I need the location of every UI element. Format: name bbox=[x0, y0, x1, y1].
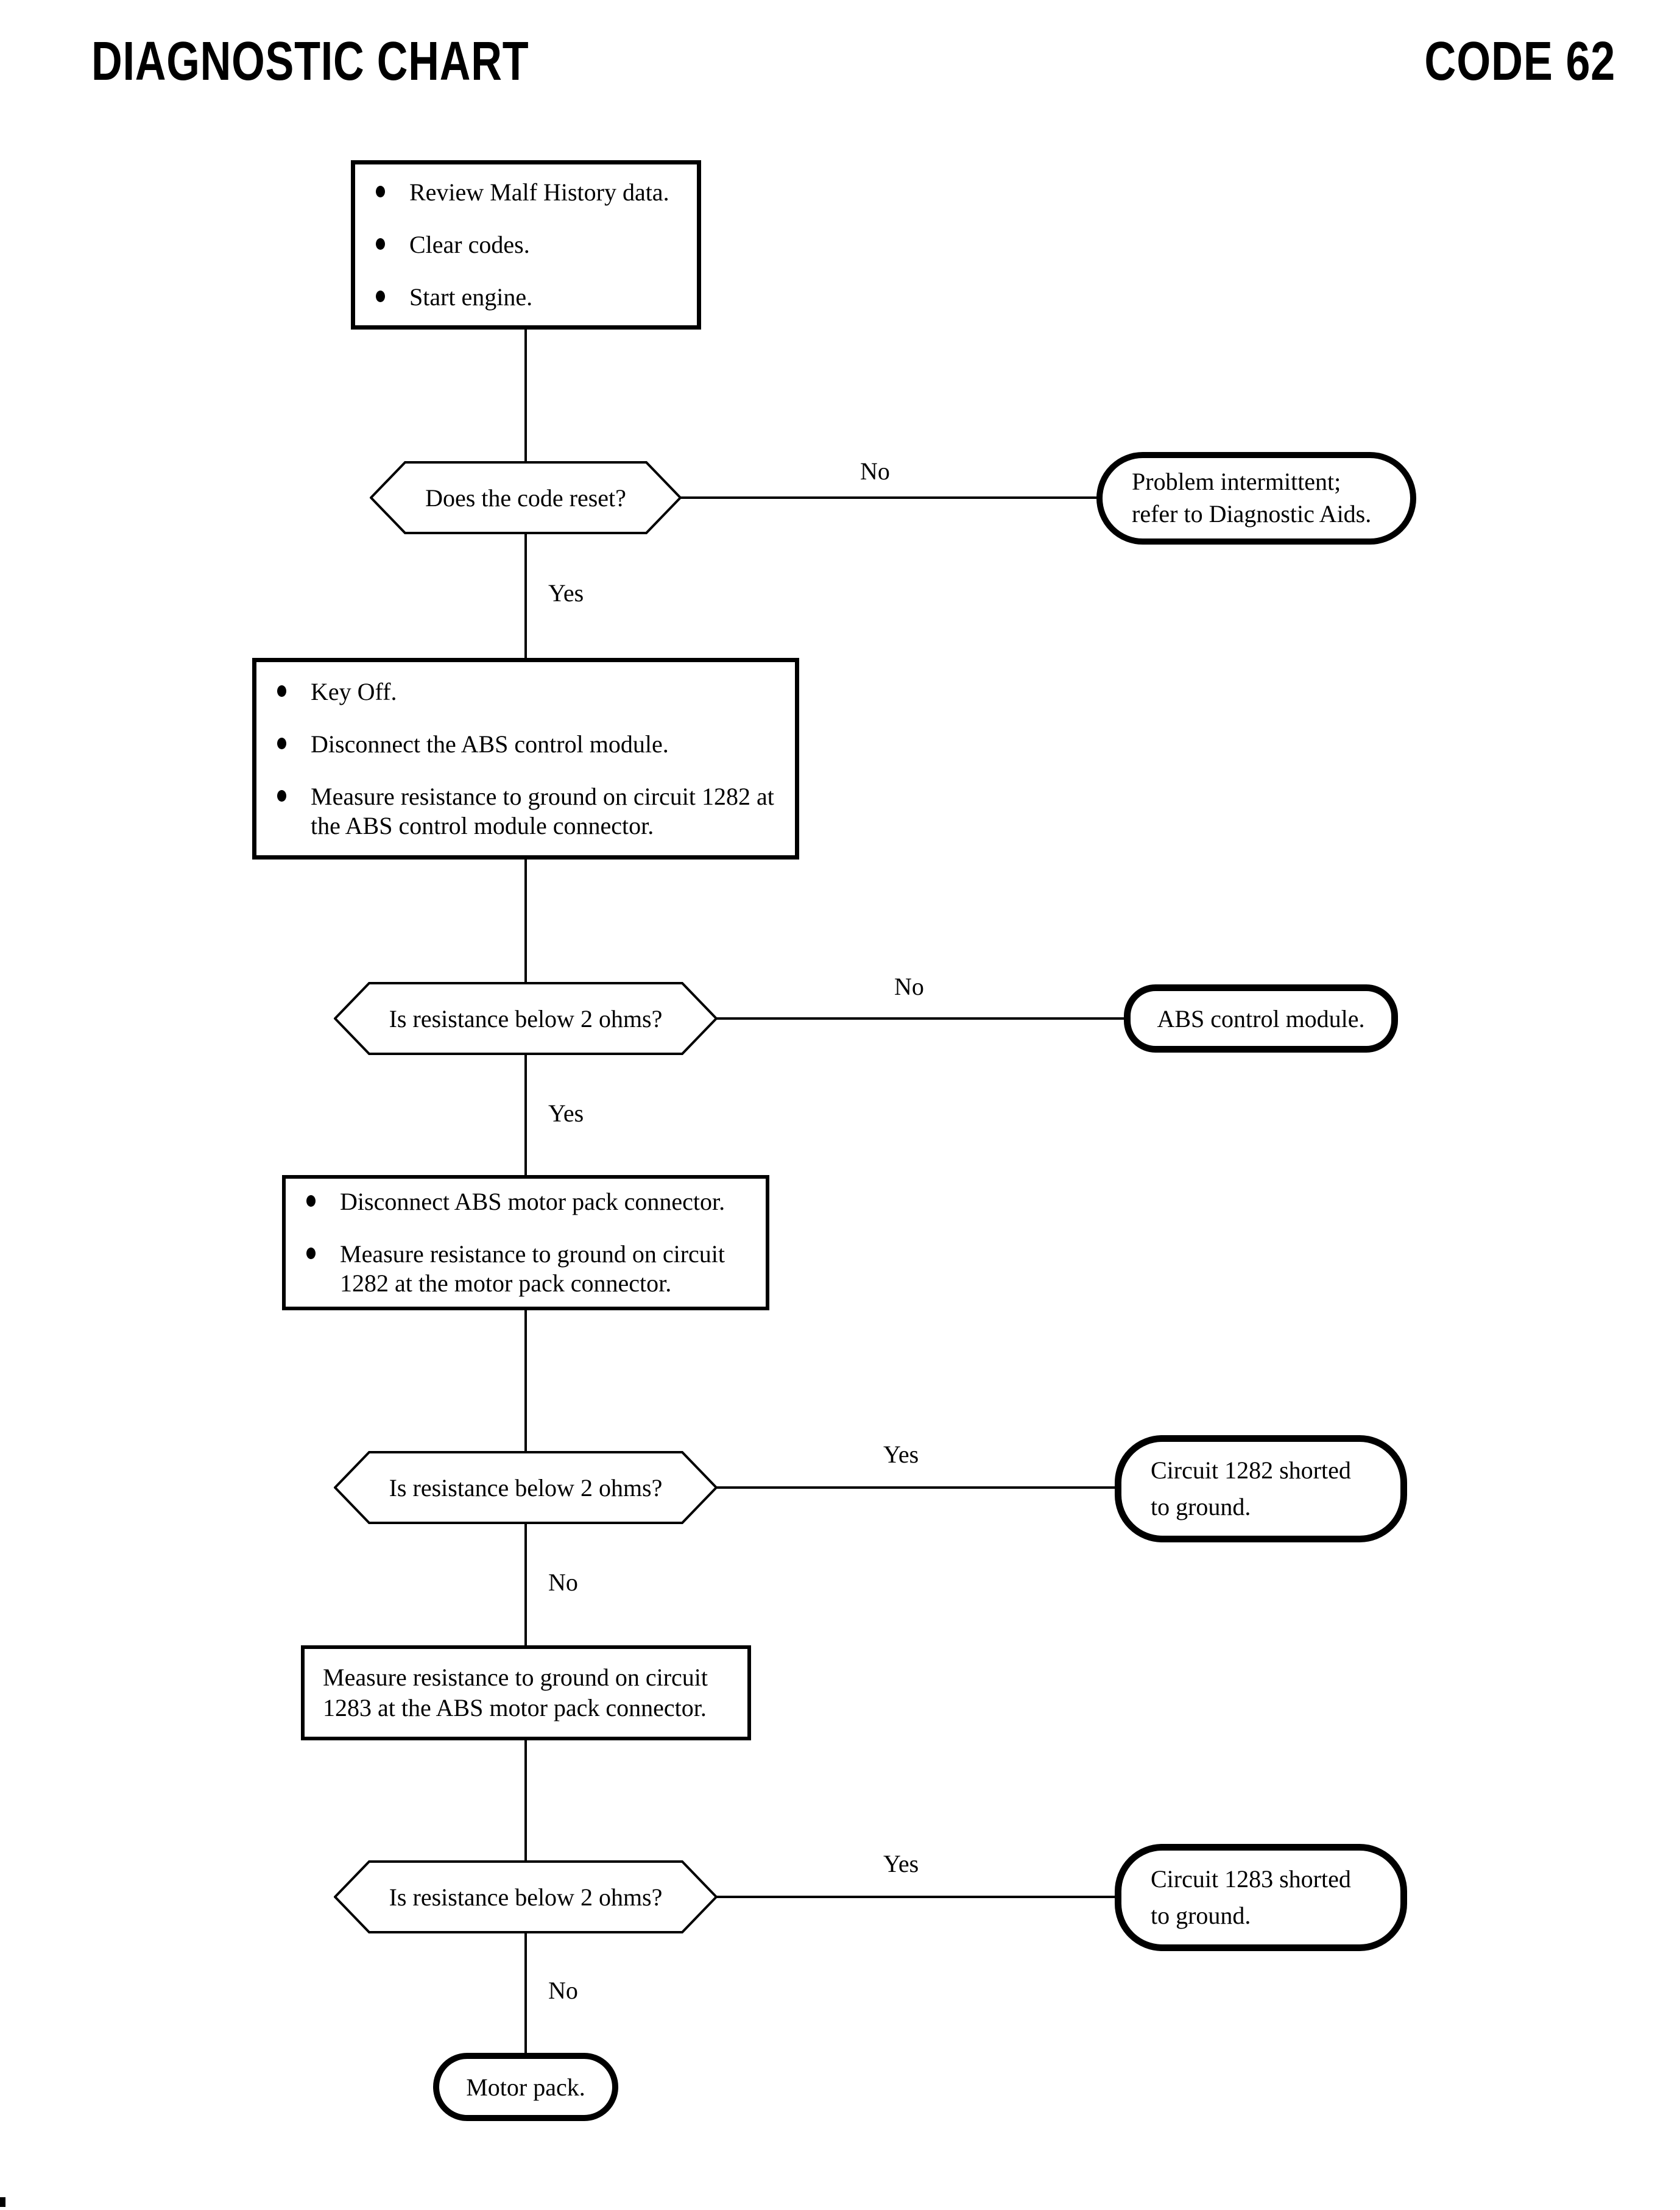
hexagon-shape bbox=[334, 982, 718, 1055]
list-item-label: Review Malf History data. bbox=[409, 178, 669, 206]
list-item: Disconnect ABS motor pack connector. bbox=[286, 1187, 751, 1216]
branch-label-yes: Yes bbox=[548, 579, 584, 607]
list-item-label: Disconnect ABS motor pack connector. bbox=[340, 1188, 725, 1215]
bullet-icon bbox=[277, 685, 286, 697]
decision-resistance-3: Is resistance below 2 ohms? bbox=[334, 1860, 718, 1933]
list-item-label: Measure resistance to ground on circuit … bbox=[340, 1240, 725, 1297]
terminator-label: to ground. bbox=[1151, 1493, 1251, 1520]
connector-line bbox=[715, 1486, 1116, 1489]
decision-resistance-2: Is resistance below 2 ohms? bbox=[334, 1451, 718, 1524]
list-item: Key Off. bbox=[256, 677, 780, 707]
bullet-icon bbox=[277, 789, 286, 802]
page-title: DIAGNOSTIC CHART bbox=[91, 31, 529, 92]
list-item-label: Key Off. bbox=[311, 677, 397, 705]
hexagon-shape bbox=[334, 1860, 718, 1933]
terminator-circuit-1282: Circuit 1282 shorted to ground. bbox=[1115, 1435, 1407, 1542]
decision-label: Is resistance below 2 ohms? bbox=[389, 1004, 663, 1033]
connector-line bbox=[524, 1054, 527, 1175]
bullet-icon bbox=[306, 1195, 316, 1207]
action-box-start: Review Malf History data. Clear codes. S… bbox=[351, 160, 701, 330]
list-item-label: Measure resistance to ground on circuit … bbox=[311, 782, 774, 839]
scan-corner-mark bbox=[0, 2197, 5, 2207]
bullet-icon bbox=[376, 186, 385, 197]
terminator-label: refer to Diagnostic Aids. bbox=[1132, 500, 1372, 528]
bullet-icon bbox=[306, 1248, 316, 1259]
terminator-abs-control-module: ABS control module. bbox=[1124, 984, 1398, 1053]
bullet-icon bbox=[376, 291, 385, 302]
terminator-label: to ground. bbox=[1151, 1902, 1251, 1929]
decision-code-reset: Does the code reset? bbox=[370, 461, 682, 534]
terminator-label: Circuit 1283 shorted bbox=[1151, 1865, 1351, 1893]
connector-line bbox=[524, 1739, 527, 1860]
list-item: Measure resistance to ground on circuit … bbox=[286, 1240, 751, 1298]
branch-label-no: No bbox=[894, 973, 924, 1000]
list-item: Start engine. bbox=[355, 283, 682, 312]
connector-line bbox=[679, 496, 1098, 499]
terminator-label: Problem intermittent; bbox=[1132, 468, 1341, 496]
terminator-label: Motor pack. bbox=[466, 2073, 585, 2101]
decision-label: Does the code reset? bbox=[425, 484, 626, 512]
branch-label-no: No bbox=[548, 1569, 578, 1596]
hexagon-shape bbox=[334, 1451, 718, 1524]
action-box-measure-1283: Measure resistance to ground on circuit … bbox=[301, 1645, 751, 1740]
hexagon-shape bbox=[370, 461, 682, 534]
connector-line bbox=[524, 1932, 527, 2053]
branch-label-no: No bbox=[548, 1977, 578, 2004]
list-item: Clear codes. bbox=[355, 230, 682, 259]
connector-line bbox=[524, 1309, 527, 1451]
list-item: Disconnect the ABS control module. bbox=[256, 730, 780, 759]
action-box-text: Measure resistance to ground on circuit … bbox=[323, 1664, 708, 1721]
branch-label-yes: Yes bbox=[883, 1850, 919, 1877]
connector-line bbox=[715, 1017, 1125, 1020]
bullet-icon bbox=[376, 238, 385, 250]
action-box-key-off: Key Off. Disconnect the ABS control modu… bbox=[252, 658, 799, 860]
branch-label-yes: Yes bbox=[548, 1100, 584, 1127]
list-item-label: Disconnect the ABS control module. bbox=[311, 730, 669, 758]
list-item-label: Clear codes. bbox=[409, 231, 530, 258]
terminator-label: ABS control module. bbox=[1157, 1004, 1365, 1033]
list-item-label: Start engine. bbox=[409, 283, 533, 311]
list-item: Measure resistance to ground on circuit … bbox=[256, 782, 780, 841]
terminator-label: Circuit 1282 shorted bbox=[1151, 1456, 1351, 1484]
page-code: CODE 62 bbox=[1424, 31, 1615, 92]
connector-line bbox=[524, 533, 527, 658]
action-box-motor-pack: Disconnect ABS motor pack connector. Mea… bbox=[282, 1175, 769, 1310]
terminator-motor-pack: Motor pack. bbox=[433, 2053, 618, 2121]
branch-label-yes: Yes bbox=[883, 1441, 919, 1468]
decision-label: Is resistance below 2 ohms? bbox=[389, 1474, 663, 1502]
decision-label: Is resistance below 2 ohms? bbox=[389, 1883, 663, 1911]
decision-resistance-1: Is resistance below 2 ohms? bbox=[334, 982, 718, 1055]
connector-line bbox=[524, 858, 527, 982]
list-item: Review Malf History data. bbox=[355, 178, 682, 207]
bullet-icon bbox=[277, 737, 286, 749]
terminator-problem-intermittent: Problem intermittent; refer to Diagnosti… bbox=[1096, 452, 1416, 545]
connector-line bbox=[524, 330, 527, 461]
connector-line bbox=[715, 1896, 1116, 1898]
connector-line bbox=[524, 1523, 527, 1645]
terminator-circuit-1283: Circuit 1283 shorted to ground. bbox=[1115, 1844, 1407, 1951]
branch-label-no: No bbox=[860, 457, 890, 485]
